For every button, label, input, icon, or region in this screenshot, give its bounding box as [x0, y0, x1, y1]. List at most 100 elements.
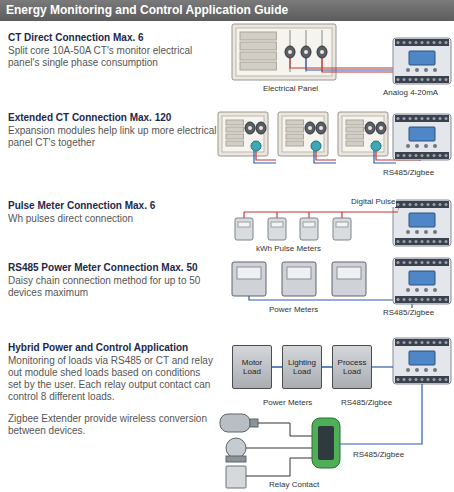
signal-label: RS485/Zigbee [382, 168, 435, 178]
load-meter-box: Lighting Load [282, 345, 322, 389]
panel-door [282, 116, 324, 152]
part-label: kWh Pulse Meters [255, 244, 322, 254]
lcd-screen [409, 213, 435, 227]
terminal-screw [397, 298, 400, 301]
pulse-wire [244, 211, 398, 212]
terminal-screw [445, 78, 448, 81]
ct-sensor [376, 122, 386, 134]
lcd-screen [409, 51, 435, 65]
signal-label: RS485/Zigbee [352, 450, 405, 460]
terminal-screw [415, 261, 418, 264]
ct-sensor [305, 122, 315, 134]
terminal-screw [409, 203, 412, 206]
terminal-screw [439, 240, 442, 243]
terminal-screw [403, 298, 406, 301]
terminal-screw [433, 78, 436, 81]
motor-icon [220, 414, 250, 432]
terminal-screw [415, 240, 418, 243]
keypad-button [424, 230, 428, 234]
power-meter [332, 262, 366, 296]
terminal-screw [409, 341, 412, 344]
pump-icon [226, 438, 246, 458]
breaker [346, 120, 364, 125]
terminal-screw [415, 298, 418, 301]
section-body: Monitoring of loads via RS485 or CT and … [8, 355, 213, 403]
meter-display [337, 267, 361, 279]
section-heading: Hybrid Power and Control Application [8, 342, 188, 354]
terminal-screw [421, 298, 424, 301]
terminal-screw [433, 203, 436, 206]
keypad-button [406, 288, 410, 292]
signal-label: Analog 4-20mA [382, 88, 439, 98]
terminal-screw [409, 154, 412, 157]
section-body: Wh pulses direct connection [8, 213, 226, 225]
keypad-button [433, 68, 437, 72]
terminal-screw [439, 298, 442, 301]
terminal-screw [415, 154, 418, 157]
breaker [346, 141, 364, 146]
terminal-screw [403, 117, 406, 120]
expansion-module [371, 141, 381, 151]
terminal-screw [433, 261, 436, 264]
terminal-screw [427, 154, 430, 157]
pulse-wire [341, 212, 342, 218]
terminal-screw [427, 378, 430, 381]
expansion-wire [256, 151, 276, 160]
terminal-screw [439, 41, 442, 44]
daisy-chain-wire [272, 366, 282, 368]
cabinet-icon [226, 466, 246, 488]
terminal-screw [445, 240, 448, 243]
keypad-button [415, 144, 419, 148]
terminal-strip [395, 152, 449, 159]
terminal-screw [439, 341, 442, 344]
section-heading: CT Direct Connection Max. 6 [8, 32, 144, 44]
terminal-screw [433, 298, 436, 301]
keypad-button [415, 68, 419, 72]
keypad-button [406, 230, 410, 234]
terminal-screw [439, 154, 442, 157]
terminal-screw [421, 203, 424, 206]
relay-wire [246, 458, 312, 476]
keypad-button [406, 144, 410, 148]
ct-hole [248, 126, 252, 130]
extender-face [318, 426, 334, 460]
keypad-button [424, 144, 428, 148]
meter-display [238, 222, 250, 227]
load-label: Motor Load [235, 358, 269, 376]
pulse-wire [398, 208, 399, 209]
terminal-screw [397, 341, 400, 344]
load-meter-box: Motor Load [232, 345, 272, 389]
breaker [286, 141, 304, 146]
ct-sensor [285, 46, 295, 58]
rs485-wire [372, 366, 393, 367]
terminal-screw [445, 341, 448, 344]
terminal-screw [397, 41, 400, 44]
terminal-screw [409, 261, 412, 264]
terminal-strip [395, 115, 449, 122]
terminal-screw [403, 341, 406, 344]
keypad-button [415, 288, 419, 292]
ct-sensor [256, 122, 266, 134]
keypad-button [424, 368, 428, 372]
motor-shaft [250, 419, 258, 427]
ct-hole [259, 126, 263, 130]
ct-sensor [316, 122, 326, 134]
terminal-strip [395, 238, 449, 245]
keypad-button [406, 68, 410, 72]
terminal-screw [427, 261, 430, 264]
keypad-button [433, 144, 437, 148]
terminal-screw [397, 117, 400, 120]
pulse-meter [333, 218, 351, 240]
controller-body [393, 338, 451, 384]
terminal-screw [421, 341, 424, 344]
terminal-screw [445, 154, 448, 157]
daisy-chain-wire [322, 366, 332, 368]
terminal-screw [427, 78, 430, 81]
terminal-strip [395, 296, 449, 303]
terminal-screw [403, 78, 406, 81]
expansion-module [251, 141, 261, 151]
terminal-screw [439, 378, 442, 381]
section-body: Daisy chain connection method for up to … [8, 275, 226, 299]
terminal-screw [403, 378, 406, 381]
meter-display [287, 267, 311, 279]
